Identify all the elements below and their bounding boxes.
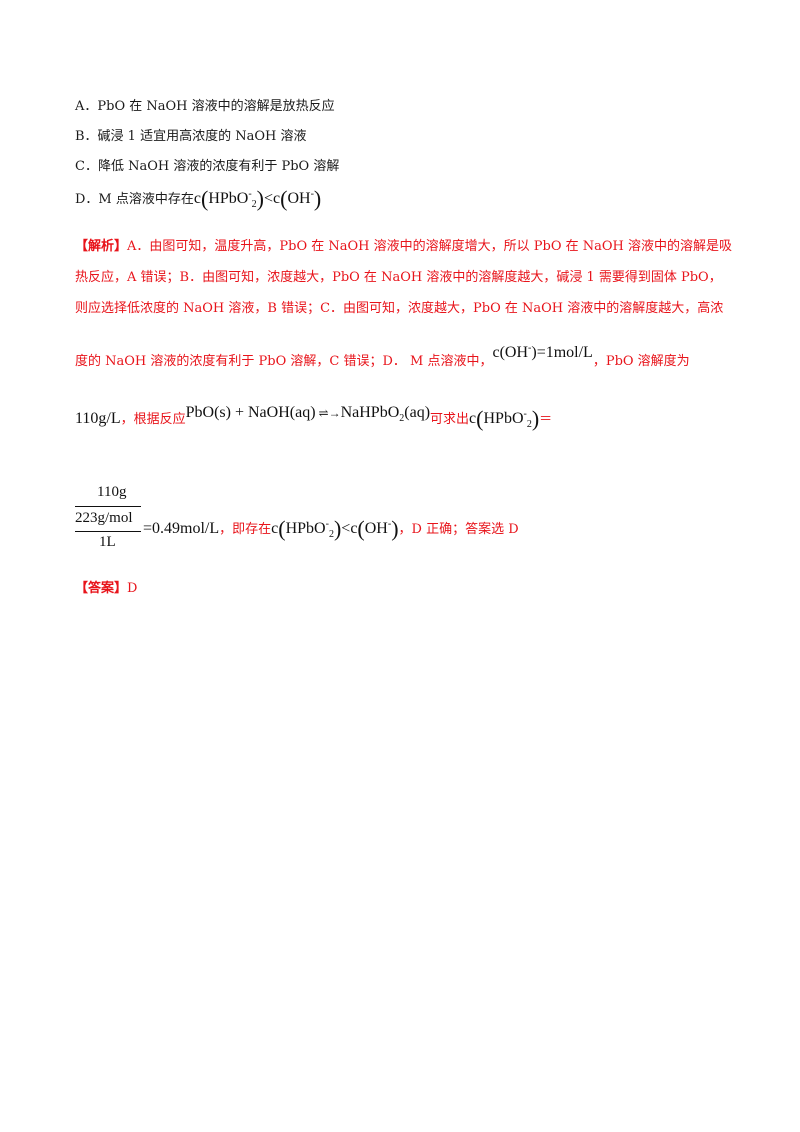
option-a: A．PbO 在 NaOH 溶液中的溶解是放热反应: [75, 99, 335, 114]
fraction-outer-denominator: 1L: [99, 534, 116, 550]
reaction-equation: PbO(s) + NaOH(aq) ⇌→NaHPbO2(aq): [185, 404, 431, 425]
solubility-value: 110g/L: [75, 410, 121, 427]
option-d-formula: c(HPbO-2)<c(OH-): [193, 186, 322, 211]
analysis-line-3: 则应选择低浓度的 NaOH 溶液，B 错误；C．由图可知，浓度越大，PbO 在 …: [75, 301, 724, 316]
analysis-line-5: 110g/L，根据反应PbO(s) + NaOH(aq) ⇌→NaHPbO2(a…: [75, 404, 553, 431]
fraction-numerator: 110g: [97, 484, 127, 500]
analysis-line-4: 度的 NaOH 溶液的浓度有利于 PbO 溶解，C 错误；D． M 点溶液中，c…: [75, 342, 690, 369]
fraction-inner-denominator: 223g/mol: [75, 510, 133, 526]
option-c: C．降低 NaOH 溶液的浓度有利于 PbO 溶解: [75, 159, 340, 174]
equilibrium-arrow-icon: ⇌→: [315, 406, 341, 420]
oh-concentration: c(OH-)=1mol/L: [492, 342, 593, 361]
analysis-text-1: A．由图可知，温度升高，PbO 在 NaOH 溶液中的溶解度增大，所以 PbO …: [127, 239, 733, 254]
answer-tag: 【答案】: [75, 581, 128, 596]
answer-line: 【答案】D: [75, 580, 137, 598]
fraction-bar-inner: [75, 506, 141, 507]
analysis-line-6: =0.49mol/L，即存在c(HPbO-2)<c(OH-)，D 正确；答案选 …: [143, 516, 519, 541]
option-b: B．碱浸 1 适宜用高浓度的 NaOH 溶液: [75, 129, 307, 144]
option-d: D．M 点溶液中存在c(HPbO-2)<c(OH-): [75, 186, 322, 211]
answer-value: D: [127, 581, 138, 596]
hpbo2-concentration: c(HPbO-2): [469, 406, 540, 431]
comparison-formula: c(HPbO-2)<c(OH-): [271, 516, 399, 541]
analysis-line-1: 【解析】A．由图可知，温度升高，PbO 在 NaOH 溶液中的溶解度增大，所以 …: [75, 238, 732, 256]
fraction-result: =0.49mol/L: [143, 520, 220, 537]
analysis-line-2: 热反应，A 错误；B．由图可知，浓度越大，PbO 在 NaOH 溶液中的溶解度越…: [75, 270, 722, 285]
analysis-tag: 【解析】: [75, 239, 128, 254]
fraction-bar-outer: [75, 531, 141, 532]
option-d-label: D．M 点溶液中存在: [75, 192, 194, 207]
